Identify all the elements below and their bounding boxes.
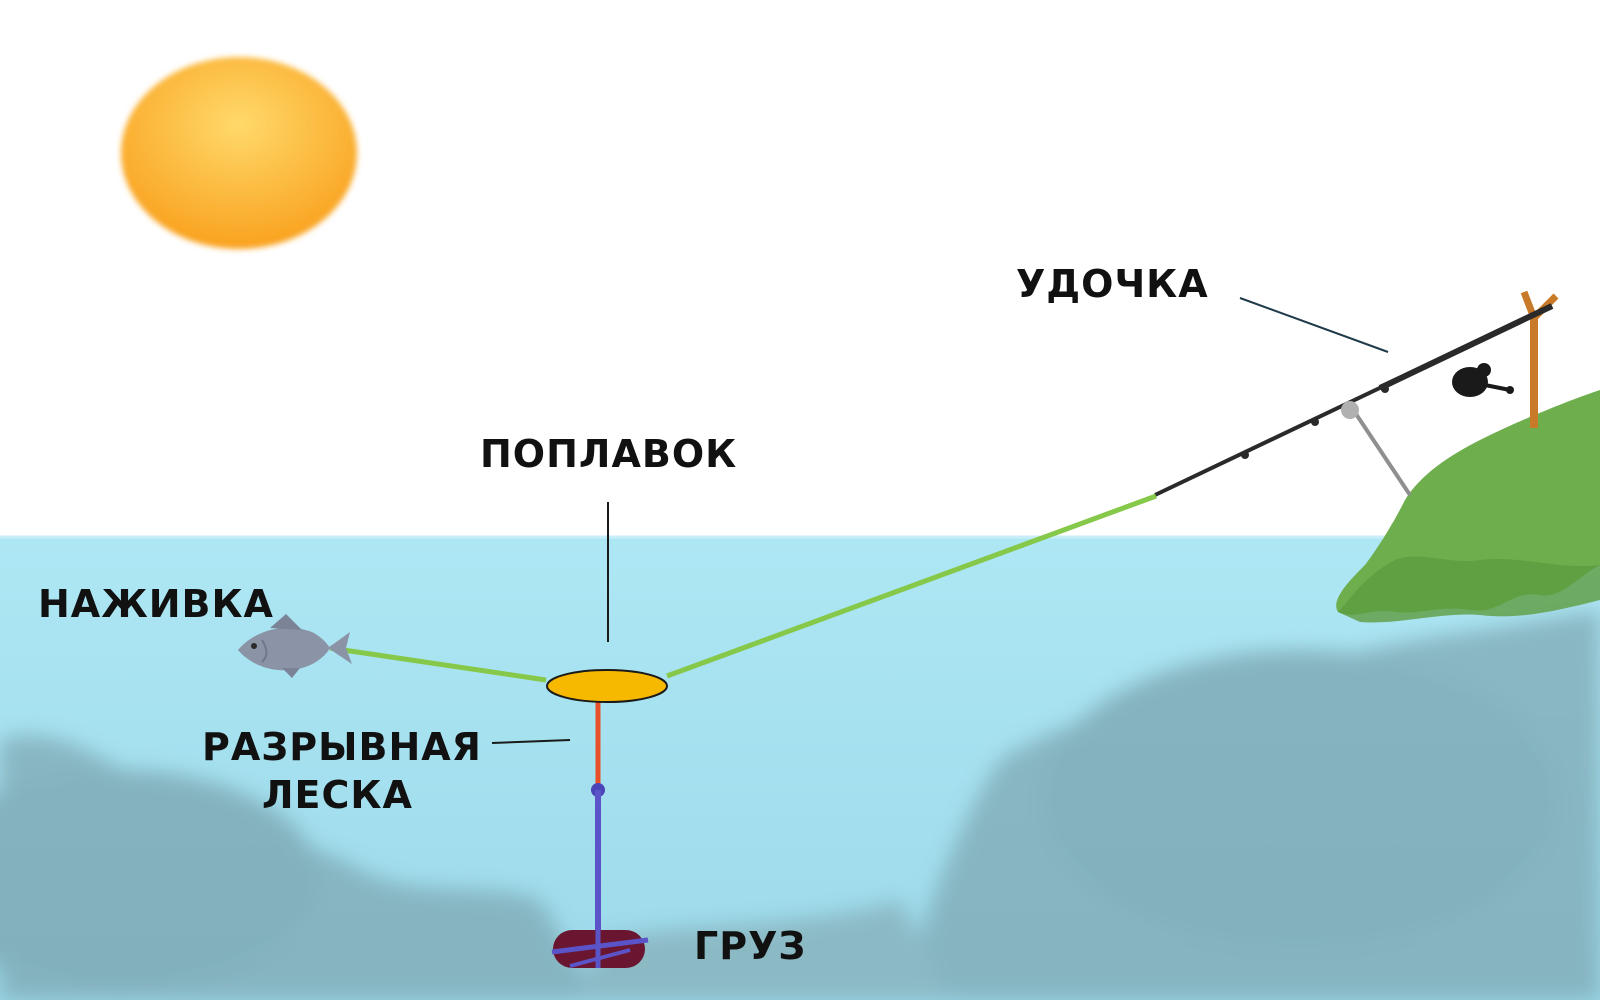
fish-icon — [238, 614, 352, 678]
float — [546, 669, 668, 703]
sun-icon — [121, 57, 357, 249]
label-break-line-1: РАЗРЫВНАЯ — [202, 725, 482, 769]
reel-icon — [1452, 363, 1514, 397]
bottom-weed — [0, 610, 1600, 1000]
break-line-pointer — [491, 739, 571, 744]
label-break-line-2: ЛЕСКА — [262, 773, 413, 817]
rod-pointer — [1239, 297, 1389, 353]
weight — [551, 930, 649, 968]
label-bait: НАЖИВКА — [38, 582, 274, 626]
fishing-rod — [1154, 303, 1554, 497]
label-weight: ГРУЗ — [694, 924, 806, 968]
bait-line — [329, 645, 547, 683]
label-rod: УДОЧКА — [1016, 262, 1209, 306]
label-float: ПОПЛАВОК — [480, 432, 737, 476]
main-line — [666, 493, 1157, 679]
